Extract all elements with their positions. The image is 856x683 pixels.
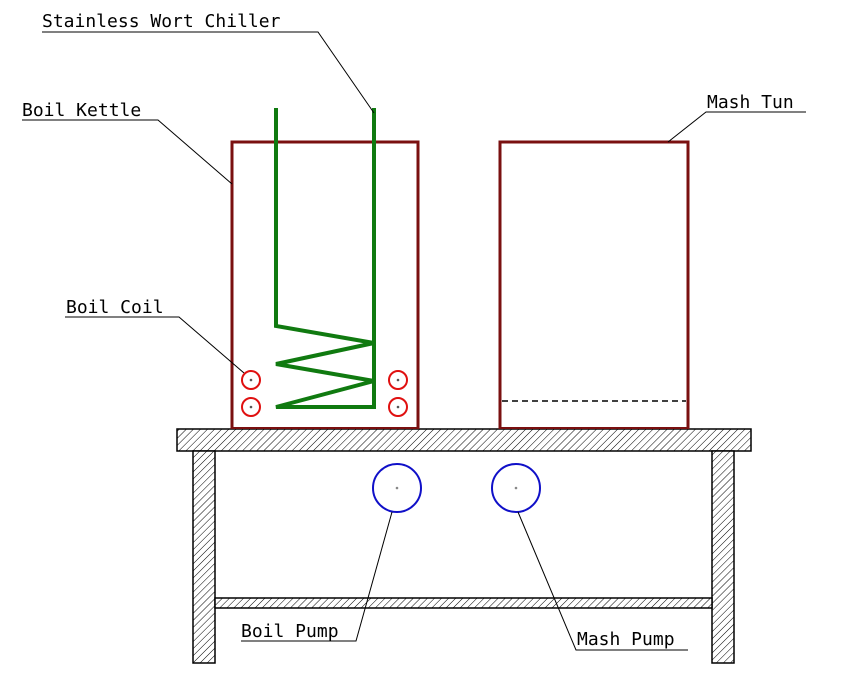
wort-chiller [274, 108, 376, 409]
chiller-leader [42, 31, 375, 114]
boil-pump-leader [241, 511, 393, 642]
boil-pump [372, 463, 422, 513]
mash-tun-label: Mash Tun [707, 92, 794, 113]
mash-pump-leader [517, 511, 688, 651]
coil-center [249, 378, 253, 382]
coil-ring [241, 397, 261, 417]
mash-pump-label: Mash Pump [577, 629, 675, 650]
boil-pump-label: Boil Pump [241, 621, 339, 642]
coil-ring [241, 370, 261, 390]
left-leg [192, 450, 216, 664]
cross-brace [214, 597, 713, 609]
coil-center [396, 405, 400, 409]
boil-kettle [230, 140, 420, 429]
coil-ring [388, 370, 408, 390]
leader-lines [22, 31, 806, 651]
right-leg [711, 450, 735, 664]
mash-pump [491, 463, 541, 513]
chiller-label: Stainless Wort Chiller [42, 11, 281, 32]
coil-leader [65, 316, 245, 374]
kettle-label: Boil Kettle [22, 100, 141, 121]
mash-tun-leader [667, 111, 806, 143]
stand [176, 428, 752, 664]
coil-label: Boil Coil [66, 297, 164, 318]
boil-coil [241, 370, 408, 417]
kettle-leader [22, 119, 233, 185]
mash-pump-center [514, 486, 518, 490]
boil-pump-center [395, 486, 399, 490]
coil-center [249, 405, 253, 409]
coil-center [396, 378, 400, 382]
coil-ring [388, 397, 408, 417]
table-top [176, 428, 752, 452]
mash-tun [498, 140, 690, 429]
